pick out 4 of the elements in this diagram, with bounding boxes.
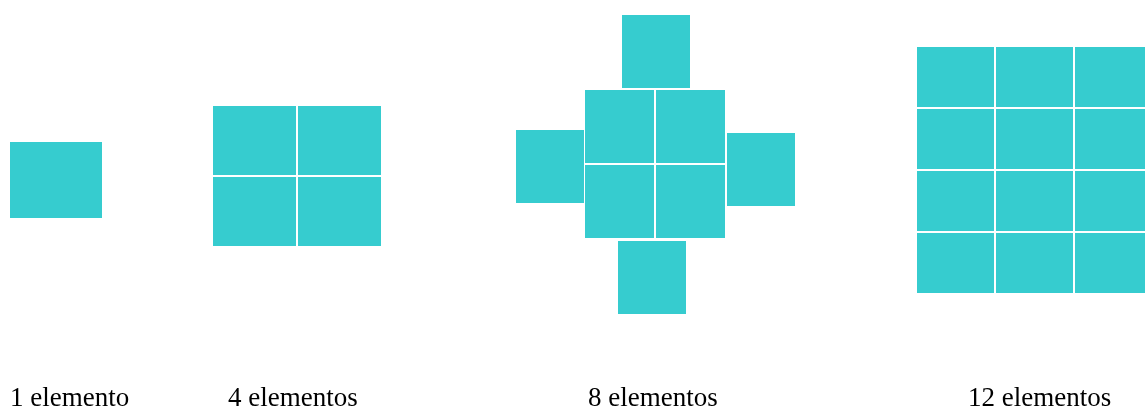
count-caption: 12 elementos	[968, 382, 1112, 412]
count-caption: 8 elementos	[588, 382, 718, 412]
count-caption: 4 elementos	[228, 382, 358, 412]
count-caption: 1 elemento	[10, 382, 130, 412]
